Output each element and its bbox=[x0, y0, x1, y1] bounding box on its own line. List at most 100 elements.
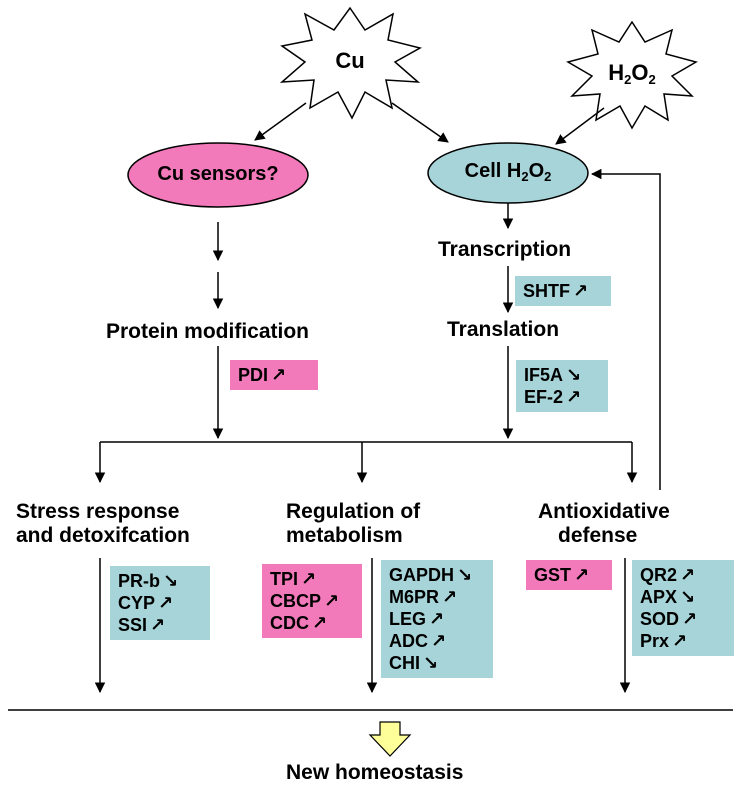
up-arrow-icon: ↗ bbox=[312, 613, 328, 633]
gene-name: CBCP bbox=[270, 591, 322, 611]
gene-name: LEG bbox=[389, 609, 427, 629]
gene-row: SOD↗ bbox=[640, 608, 726, 630]
h2o2-mid: O bbox=[631, 60, 649, 85]
cell-h2o2-sub1: 2 bbox=[521, 169, 529, 184]
gene-name: SHTF bbox=[523, 281, 570, 301]
up-arrow-icon: ↗ bbox=[682, 609, 698, 629]
stress-line2: and detoxifcation bbox=[16, 524, 190, 547]
cu-label: Cu bbox=[335, 48, 365, 73]
gene-row: EF-2↗ bbox=[524, 386, 600, 408]
cell-h2o2-label: Cell H2O2 bbox=[428, 160, 588, 184]
down-arrow-icon: ↘ bbox=[566, 365, 582, 385]
gene-name: M6PR bbox=[389, 587, 440, 607]
gst-box: GST↗ bbox=[526, 560, 612, 590]
cu-sensors-label: Cu sensors? bbox=[157, 163, 279, 185]
up-arrow-icon: ↗ bbox=[442, 587, 458, 607]
down-arrow-icon: ↘ bbox=[680, 587, 696, 607]
metabolism-label: Regulation of metabolism bbox=[286, 500, 420, 548]
up-arrow-icon: ↗ bbox=[271, 365, 287, 385]
gene-name: GST bbox=[534, 565, 572, 585]
antioxidative-line1: Antioxidative bbox=[538, 500, 670, 523]
gene-name: PDI bbox=[238, 365, 269, 385]
gene-row: CYP↗ bbox=[118, 592, 202, 614]
antioxidative-line2: defense bbox=[558, 524, 638, 547]
metabolism-teal-box: GAPDH↘M6PR↗LEG↗ADC↗CHI↘ bbox=[381, 560, 493, 678]
up-arrow-icon: ↗ bbox=[429, 609, 445, 629]
arrow-h2o2-to-cellh2o2 bbox=[555, 107, 605, 145]
shtf-box: SHTF↗ bbox=[515, 276, 611, 306]
arrow-cu-to-sensors bbox=[254, 102, 307, 141]
up-arrow-icon: ↗ bbox=[566, 387, 582, 407]
gene-name: CHI bbox=[389, 653, 420, 673]
gene-row: IF5A↘ bbox=[524, 364, 600, 386]
up-arrow-icon: ↗ bbox=[573, 281, 589, 301]
gene-name: IF5A bbox=[524, 365, 564, 385]
gene-row: GAPDH↘ bbox=[389, 564, 485, 586]
gene-name: PR-b bbox=[118, 571, 160, 591]
gene-name: GAPDH bbox=[389, 565, 455, 585]
up-arrow-icon: ↗ bbox=[672, 631, 688, 651]
cu-star-shape bbox=[279, 6, 423, 120]
gene-name: APX bbox=[640, 587, 678, 607]
up-arrow-icon: ↗ bbox=[680, 565, 696, 585]
gene-row: QR2↗ bbox=[640, 564, 726, 586]
down-arrow-icon: ↘ bbox=[457, 565, 473, 585]
h2o2-sub2: 2 bbox=[648, 72, 656, 87]
up-arrow-icon: ↗ bbox=[574, 565, 590, 585]
h2o2-sub1: 2 bbox=[624, 72, 632, 87]
metabolism-line1: Regulation of bbox=[286, 500, 421, 523]
gene-name: CDC bbox=[270, 613, 309, 633]
transcription-label: Transcription bbox=[438, 238, 572, 261]
metabolism-pink-box: TPI↗CBCP↗CDC↗ bbox=[262, 564, 362, 638]
gene-row: LEG↗ bbox=[389, 608, 485, 630]
up-arrow-icon: ↗ bbox=[301, 569, 317, 589]
up-arrow-icon: ↗ bbox=[431, 631, 447, 651]
stress-response-label: Stress response and detoxifcation bbox=[16, 500, 190, 548]
cell-h2o2-mid: O bbox=[528, 160, 545, 182]
gene-name: QR2 bbox=[640, 565, 678, 585]
gene-row: ADC↗ bbox=[389, 630, 485, 652]
new-homeostasis-label: New homeostasis bbox=[286, 761, 464, 784]
cell-h2o2-sub2: 2 bbox=[544, 169, 552, 184]
gene-name: SOD bbox=[640, 609, 680, 629]
gene-row: CBCP↗ bbox=[270, 590, 354, 612]
stress-genes-box: PR-b↘CYP↗SSI↗ bbox=[110, 566, 210, 640]
gene-name: EF-2 bbox=[524, 387, 564, 407]
gene-row: SHTF↗ bbox=[523, 280, 603, 302]
cu-sensors-oval bbox=[127, 142, 309, 208]
gene-name: Prx bbox=[640, 631, 670, 651]
up-arrow-icon: ↗ bbox=[324, 591, 340, 611]
feedback-line bbox=[590, 168, 661, 490]
h2o2-label: H2O2 bbox=[597, 60, 667, 87]
up-arrow-icon: ↗ bbox=[150, 615, 166, 635]
gene-row: CDC↗ bbox=[270, 612, 354, 634]
h2o2-star-shape bbox=[566, 20, 698, 130]
metabolism-line2: metabolism bbox=[286, 524, 403, 547]
gene-name: ADC bbox=[389, 631, 428, 651]
pdi-box: PDI↗ bbox=[230, 360, 318, 390]
down-arrow-icon: ↘ bbox=[423, 653, 439, 673]
stress-line1: Stress response bbox=[16, 500, 180, 523]
translation-genes-box: IF5A↘EF-2↗ bbox=[516, 360, 608, 412]
gene-name: CYP bbox=[118, 593, 156, 613]
translation-label: Translation bbox=[447, 318, 560, 341]
homeostasis-block-arrow bbox=[368, 721, 412, 757]
up-arrow-icon: ↗ bbox=[158, 593, 174, 613]
gene-row: TPI↗ bbox=[270, 568, 354, 590]
gene-row: PDI↗ bbox=[238, 364, 310, 386]
gene-row: PR-b↘ bbox=[118, 570, 202, 592]
gene-row: Prx↗ bbox=[640, 630, 726, 652]
down-arrow-icon: ↘ bbox=[163, 571, 179, 591]
cell-h2o2-prefix: Cell H bbox=[464, 160, 522, 182]
gene-name: SSI bbox=[118, 615, 148, 635]
gene-name: TPI bbox=[270, 569, 299, 589]
gene-row: M6PR↗ bbox=[389, 586, 485, 608]
antioxidative-genes-box: QR2↗APX↘SOD↗Prx↗ bbox=[632, 560, 734, 656]
arrow-cu-to-cellh2o2 bbox=[391, 102, 449, 143]
h2o2-base: H bbox=[608, 60, 625, 85]
protein-modification-label: Protein modification bbox=[106, 320, 310, 343]
gene-row: APX↘ bbox=[640, 586, 726, 608]
gene-row: CHI↘ bbox=[389, 652, 485, 674]
